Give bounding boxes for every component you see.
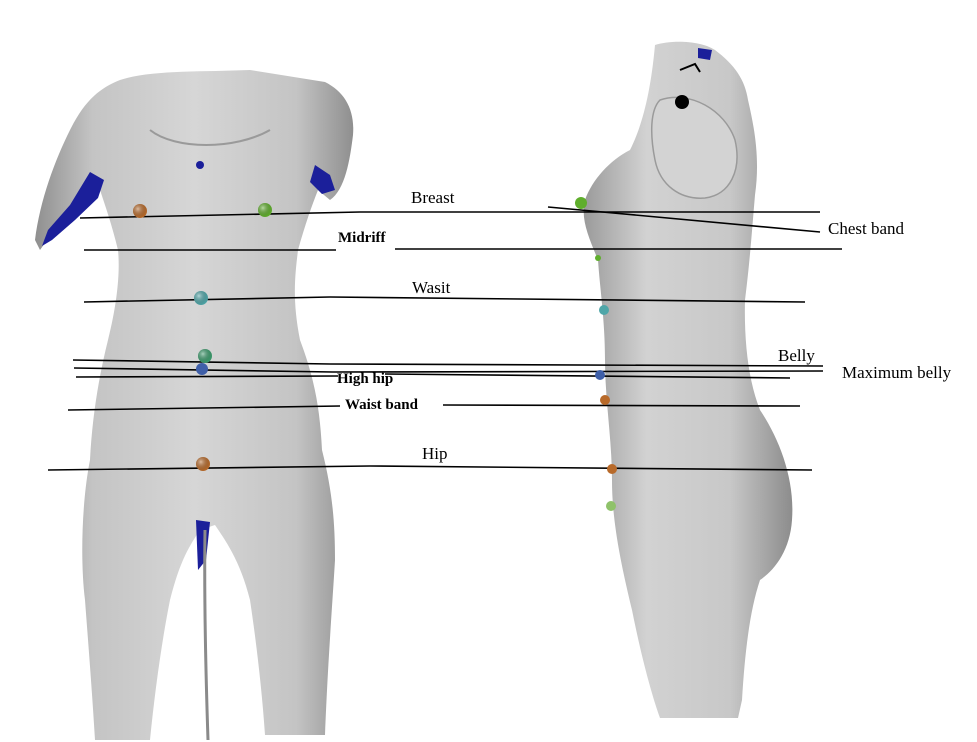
front-marker-high-hip [196, 363, 208, 375]
front-torso-silhouette [35, 70, 353, 740]
side-marker-waist [599, 305, 609, 315]
label-hip: Hip [422, 444, 448, 463]
belly-connector [330, 364, 823, 366]
front-crotch-artifact [196, 520, 210, 570]
waist-band-connector [443, 405, 800, 406]
front-body-scan [35, 70, 353, 740]
side-marker-high-hip [595, 370, 605, 380]
label-maximum-belly: Maximum belly [842, 363, 952, 382]
front-navel-mark [196, 161, 204, 169]
max-belly-connector [333, 371, 823, 372]
label-belly: Belly [778, 346, 815, 365]
front-leg-gap [205, 530, 208, 740]
side-marker-hip [607, 464, 617, 474]
side-marker-midriff [595, 255, 601, 261]
side-head-artifact [698, 48, 712, 60]
side-shoulder-artifact [675, 95, 689, 109]
side-marker-breast [575, 197, 587, 209]
label-high-hip: High hip [337, 371, 393, 387]
side-marker-thigh [606, 501, 616, 511]
label-waist: Wasit [412, 278, 451, 297]
side-marker-waist-band [600, 395, 610, 405]
label-chest-band: Chest band [828, 219, 905, 238]
front-high-hip-line [76, 376, 338, 377]
label-waist-band: Waist band [345, 397, 419, 413]
side-body-scan [584, 42, 793, 718]
label-midriff: Midriff [338, 230, 386, 246]
label-breast: Breast [411, 188, 455, 207]
